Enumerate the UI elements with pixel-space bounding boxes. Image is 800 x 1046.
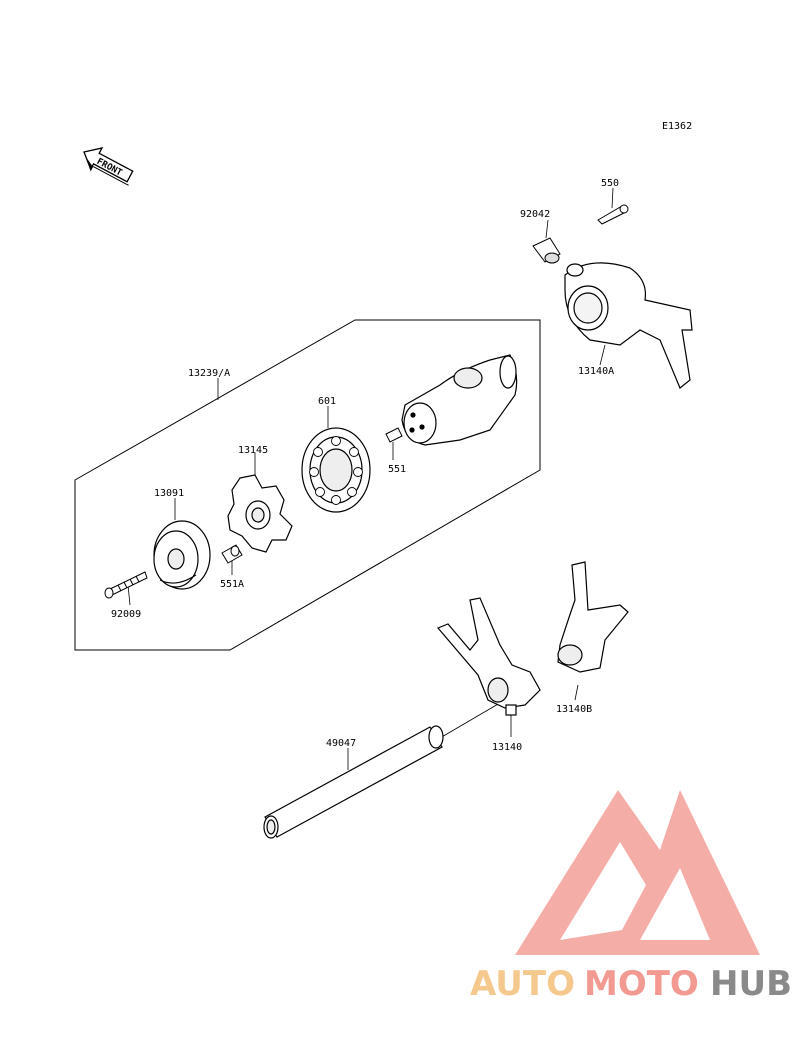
front-arrow-icon: FRONT xyxy=(83,147,134,186)
shift-fork-13140 xyxy=(437,597,541,716)
pin-551 xyxy=(385,427,403,443)
shift-drum xyxy=(401,354,518,446)
label-49047: 49047 xyxy=(326,738,356,749)
cam-plate-13091 xyxy=(153,520,211,590)
assembly-bracket xyxy=(74,319,541,651)
label-13140: 13140 xyxy=(492,742,522,753)
shift-fork-13140b xyxy=(557,561,629,673)
star-cam-13145 xyxy=(227,474,293,553)
label-551: 551 xyxy=(388,464,406,475)
shaft-49047 xyxy=(263,725,444,839)
part-labels: 550 92042 13140A 13239/A 601 13145 551 1… xyxy=(111,178,619,753)
diagram-code: E1362 xyxy=(662,121,692,132)
label-92009: 92009 xyxy=(111,609,141,620)
roller-92042 xyxy=(532,237,561,264)
label-13140a: 13140A xyxy=(578,366,614,377)
label-601: 601 xyxy=(318,396,336,407)
label-550: 550 xyxy=(601,178,619,189)
label-13145: 13145 xyxy=(238,445,268,456)
label-13239a: 13239/A xyxy=(188,368,230,379)
ball-bearing-601 xyxy=(301,427,371,513)
leader-lines xyxy=(127,187,614,770)
shift-fork-13140a xyxy=(564,262,693,389)
label-13140b: 13140B xyxy=(556,704,592,715)
dowel-pin-551a xyxy=(221,544,243,564)
label-551a: 551A xyxy=(220,579,244,590)
watermark-text-moto: MOTO xyxy=(584,964,699,1004)
label-13091: 13091 xyxy=(154,488,184,499)
watermark-text-hub: HUB xyxy=(710,964,792,1004)
label-92042: 92042 xyxy=(520,209,550,220)
watermark-text-auto: AUTO xyxy=(470,964,575,1004)
screw-92009 xyxy=(104,571,148,599)
pin-550 xyxy=(597,204,629,225)
watermark-logo xyxy=(515,790,760,955)
